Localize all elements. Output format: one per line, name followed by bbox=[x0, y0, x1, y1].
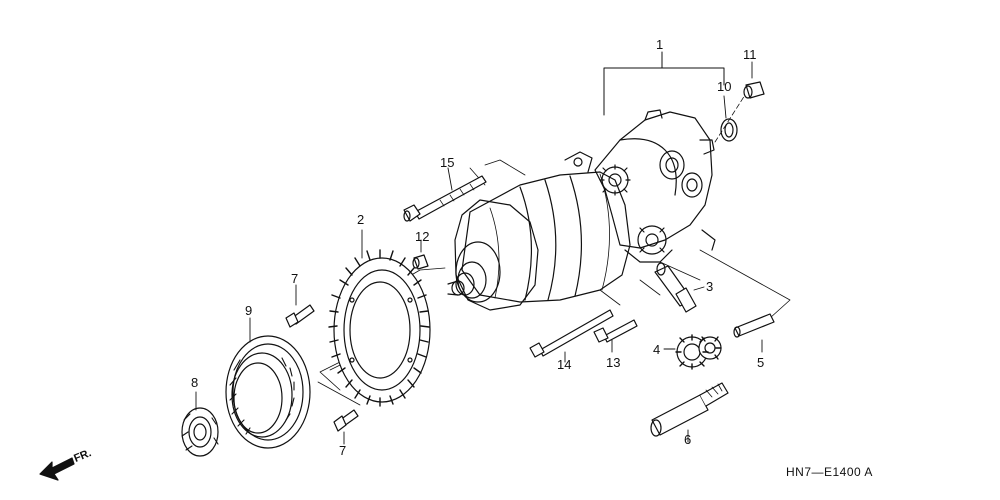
shaft-part-6 bbox=[650, 382, 729, 443]
bolt-part-13 bbox=[593, 319, 638, 353]
callout-14: 14 bbox=[557, 357, 572, 372]
shaft-part-3 bbox=[654, 262, 705, 313]
dowel-part-12 bbox=[412, 239, 429, 270]
bolt-part-7-lower bbox=[333, 409, 359, 445]
callout-5: 5 bbox=[757, 355, 765, 370]
ring-gear-part-2 bbox=[328, 229, 431, 407]
callout-2: 2 bbox=[357, 212, 365, 227]
bolt-part-7-upper bbox=[285, 284, 315, 328]
callout-12: 12 bbox=[415, 229, 430, 244]
drawing-code: HN7—E1400 A bbox=[786, 465, 873, 479]
front-arrow-icon bbox=[39, 457, 75, 481]
bolt-part-15 bbox=[403, 167, 487, 222]
bearing-part-9 bbox=[225, 317, 311, 449]
callout-4: 4 bbox=[653, 342, 661, 357]
starter-motor-assembly bbox=[447, 109, 716, 311]
bolt-part-14 bbox=[529, 309, 614, 363]
callout-11: 11 bbox=[743, 47, 757, 62]
callout-7-lower: 7 bbox=[339, 443, 347, 458]
bearing-part-8 bbox=[181, 391, 219, 457]
collar-part-11 bbox=[743, 61, 765, 99]
callout-10: 10 bbox=[717, 79, 732, 94]
callout-1-bracket bbox=[603, 51, 725, 116]
callout-15: 15 bbox=[440, 155, 455, 170]
callout-13: 13 bbox=[606, 355, 621, 370]
callout-8: 8 bbox=[191, 375, 199, 390]
callout-6: 6 bbox=[684, 432, 692, 447]
gear-part-4 bbox=[663, 334, 722, 370]
callout-9: 9 bbox=[245, 303, 253, 318]
o-ring-part-10 bbox=[720, 95, 738, 142]
pin-part-5 bbox=[733, 313, 775, 353]
callout-3: 3 bbox=[706, 279, 714, 294]
callout-7-upper: 7 bbox=[291, 271, 299, 286]
callout-1: 1 bbox=[656, 37, 664, 52]
